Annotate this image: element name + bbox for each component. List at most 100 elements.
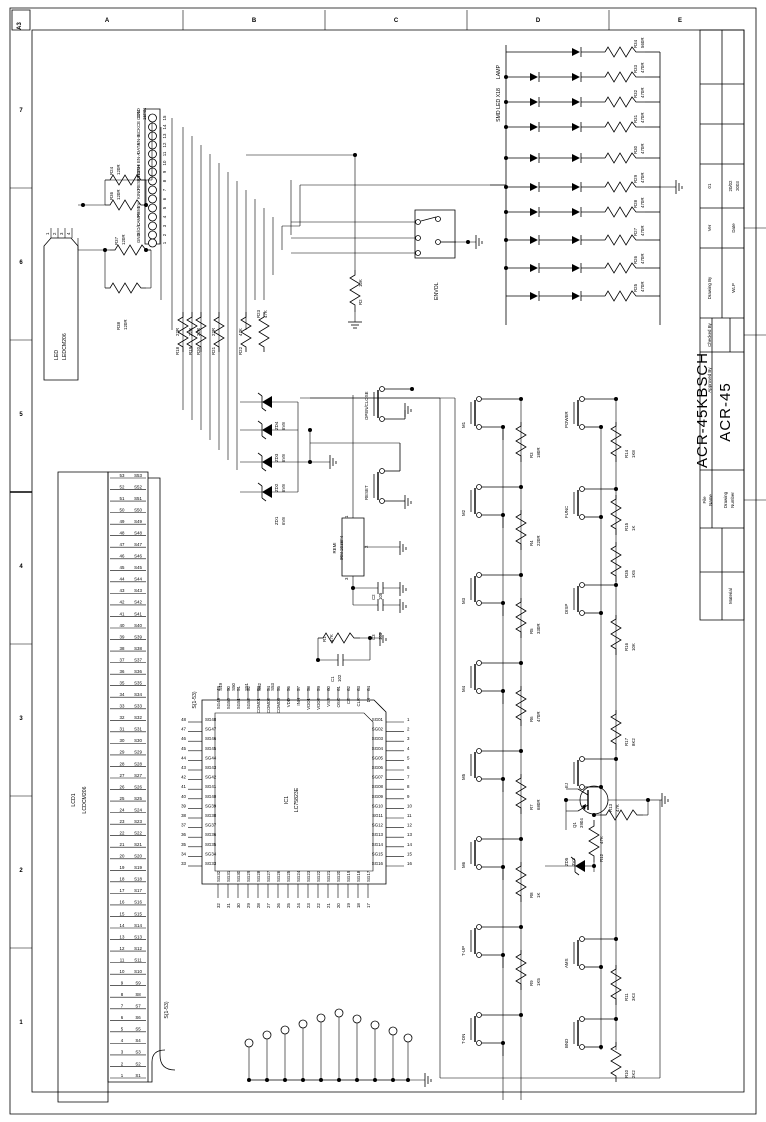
bottom-button-row[interactable] xyxy=(245,1009,431,1087)
ic-pin-name: SG45 xyxy=(205,746,217,751)
lcd-pin-segment: S18 xyxy=(134,877,142,882)
lcd-pin-segment: S9 xyxy=(135,980,141,985)
led-array xyxy=(490,45,682,325)
title-drawing-number-value: ACR-45 xyxy=(717,382,734,441)
ic-pin-number: 15 xyxy=(407,851,412,856)
svg-text:R34: R34 xyxy=(633,39,638,48)
lcd-pin-number: 48 xyxy=(120,530,125,535)
lcd-pin-number: 46 xyxy=(120,554,125,559)
ladder-resistor-value: 220R xyxy=(536,536,541,547)
ladder-resistor-ref: R15 xyxy=(624,522,629,531)
lcd-pin-segment: S3 xyxy=(135,1050,141,1055)
r21-value: 22R xyxy=(211,328,216,336)
ladder-resistor-value: 180R xyxy=(536,448,541,459)
ic-pin-name: SG22 xyxy=(316,870,321,882)
lcd-pin-number: 51 xyxy=(120,496,125,501)
envol-rotary-switch[interactable] xyxy=(291,210,482,258)
ic-pin-number: 62 xyxy=(346,685,351,690)
switch-label: EJ xyxy=(564,783,569,788)
r38-ref: R38 xyxy=(116,321,121,330)
lcd-pin-number: 31 xyxy=(120,727,125,732)
lcd-pin-segment: S34 xyxy=(134,692,142,697)
svg-text:470R: 470R xyxy=(640,113,645,124)
title-file-name-label-2: Name xyxy=(708,494,713,506)
ic-pin-number: 57 xyxy=(296,685,301,690)
lcd-pin-number: 21 xyxy=(120,842,125,847)
lcd-pin-number: 35 xyxy=(120,680,125,685)
c2-value: 105 xyxy=(378,592,383,600)
svg-text:3: 3 xyxy=(162,224,167,227)
ic-pin-name: SG06 xyxy=(372,765,384,770)
svg-text:5V: 5V xyxy=(136,203,141,208)
lcd-pin-number: 52 xyxy=(120,484,125,489)
ic-pin-number: 51 xyxy=(236,685,241,690)
lcd-pin-number: 15 xyxy=(120,911,125,916)
switch-label: M2 xyxy=(461,509,466,516)
lcd-pin-segment: S1 xyxy=(135,1073,141,1078)
ic1-part: LC75823E xyxy=(294,787,300,812)
switch-label: DISP xyxy=(564,604,569,614)
ladder-resistor-value: 470R xyxy=(536,712,541,723)
ic-pin-number: 35 xyxy=(181,842,186,847)
title-drawing-by-label: Drawing By xyxy=(707,276,712,299)
ic-pin-number: 13 xyxy=(407,832,412,837)
led-array-rail-label: LAMP xyxy=(496,64,502,79)
lcd-pin-number: 29 xyxy=(120,750,125,755)
remi-pin-1: 1 xyxy=(344,515,349,518)
ic-pin-name: SG48 xyxy=(205,717,217,722)
ladder-resistor-ref: R3 xyxy=(529,452,534,458)
svg-text:13: 13 xyxy=(162,133,167,138)
title-file-name-label: File xyxy=(702,496,707,504)
series-resistors-r18-r23 xyxy=(178,312,269,352)
zd3-value: 6V8 xyxy=(281,454,286,462)
lcd-pin-number: 36 xyxy=(120,669,125,674)
r36-ref: R36 xyxy=(109,191,114,200)
ic-pin-name: CLK xyxy=(356,698,361,707)
ic-pin-name: SG01 xyxy=(372,717,384,722)
lcd-pin-number: 42 xyxy=(120,600,125,605)
lcd-pin-segment: S5 xyxy=(135,1027,141,1032)
r20-label: R20 xyxy=(196,346,201,355)
r36-value: 120R xyxy=(116,190,121,201)
ladder-resistor-value: 8K2 xyxy=(631,738,636,746)
svg-text:470R: 470R xyxy=(640,173,645,184)
r21-label: R21 xyxy=(211,346,216,355)
r2-label: R2 xyxy=(358,299,363,305)
lcd-pin-segment: S8 xyxy=(135,992,141,997)
ic-pin-name: SG30 xyxy=(236,870,241,882)
r23-value: 47K xyxy=(263,310,268,318)
ic-pin-name: SG15 xyxy=(372,851,384,856)
ic-pin-name: CE xyxy=(346,698,351,704)
ic-pin-number: 25 xyxy=(286,903,291,908)
frame-col-D: D xyxy=(536,18,541,24)
led-pin-3: 3 xyxy=(59,232,64,235)
lcd-pin-number: 53 xyxy=(120,473,125,478)
svg-text:470R: 470R xyxy=(640,226,645,237)
lcd-pin-number: 27 xyxy=(120,773,125,778)
ic-pin-number: 17 xyxy=(366,903,371,908)
switch-open-close[interactable] xyxy=(374,387,414,422)
lcd-pin-number: 45 xyxy=(120,565,125,570)
lcd-pin-segment: S43 xyxy=(134,588,142,593)
led-pin-1: 1 xyxy=(45,232,50,235)
ic-pin-number: 5 xyxy=(407,755,410,760)
ic-pin-number: 48 xyxy=(181,717,186,722)
ic-pin-name: SG29 xyxy=(246,870,251,882)
r13-value: 47K xyxy=(615,804,620,812)
zd5-ref: ZD5 xyxy=(564,857,569,866)
svg-text:GND: GND xyxy=(136,233,141,243)
lcd-pin-segment: S15 xyxy=(134,911,142,916)
lcd-pin-segment: S29 xyxy=(134,750,142,755)
switch-reset[interactable] xyxy=(310,443,411,509)
ic-pin-number: 7 xyxy=(407,775,410,780)
ic-pin-name: SG13 xyxy=(372,832,384,837)
ladder-resistor-ref: R4 xyxy=(529,540,534,546)
lcd-pin-segment: S35 xyxy=(134,680,142,685)
svg-text:11: 11 xyxy=(162,151,167,156)
frame-col-C: C xyxy=(394,18,399,24)
lcd-pin-segment: S48 xyxy=(134,530,142,535)
ic-pin-number: 34 xyxy=(181,851,186,856)
